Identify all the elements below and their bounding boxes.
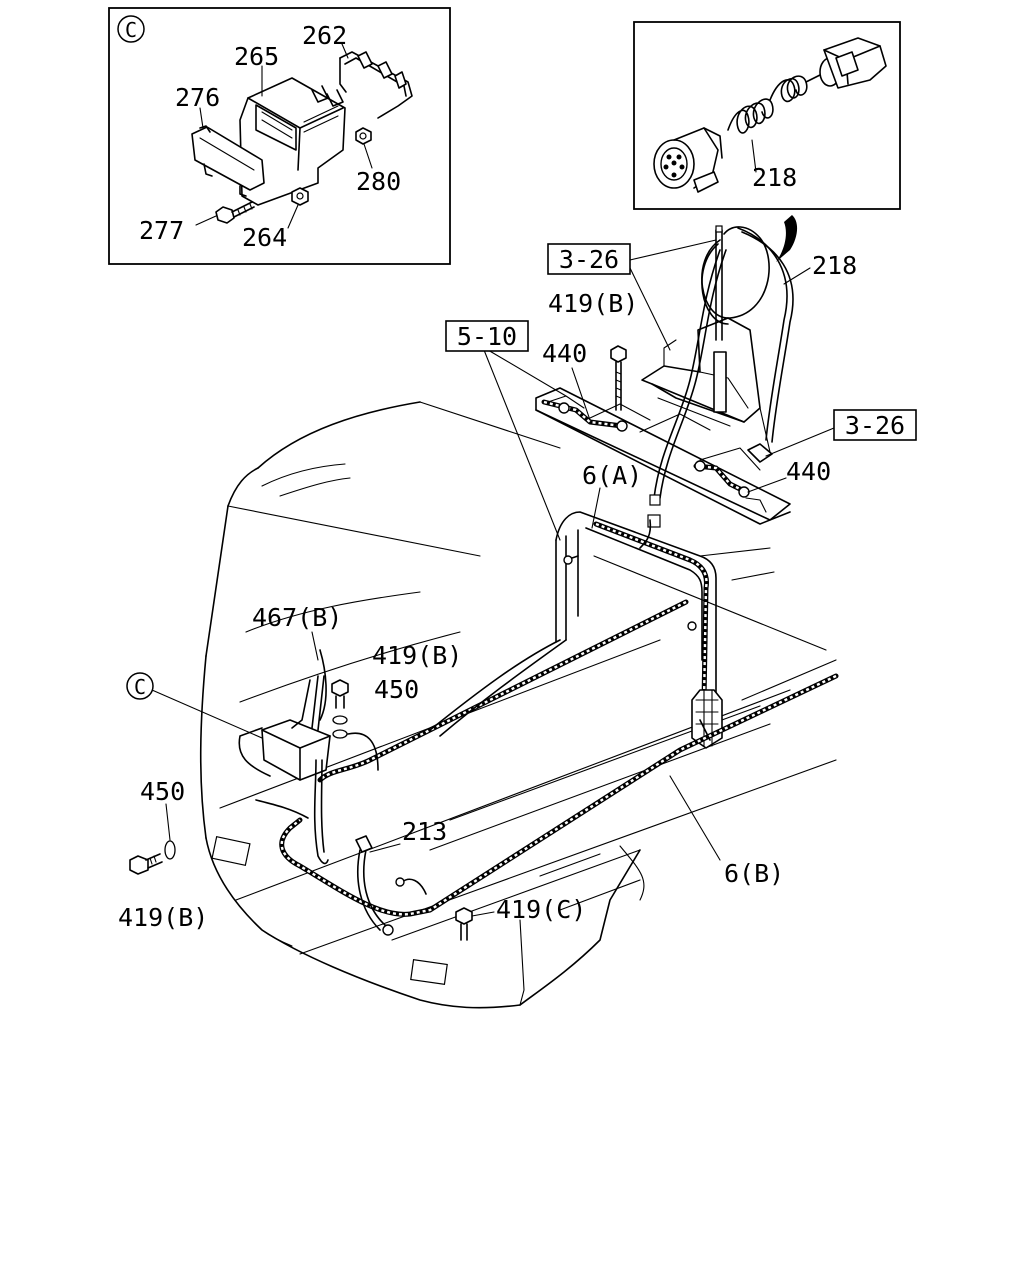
ref-box-3-26-right: 3-26 [833, 409, 917, 441]
inset-c-marker: C [117, 15, 145, 43]
callout-c-letter: C [134, 675, 146, 699]
leader-277 [195, 215, 217, 226]
bracket-262 [339, 51, 413, 119]
label-218-main: 218 [812, 251, 857, 280]
label-419b-top: 419(B) [548, 289, 638, 318]
label-6b: 6(B) [724, 859, 784, 888]
label-6a: 6(A) [582, 461, 642, 490]
leader-6b [669, 775, 721, 861]
label-262: 262 [302, 21, 347, 50]
leader-5-10 [483, 349, 567, 541]
label-467b: 467(B) [252, 603, 342, 632]
label-419b-left: 419(B) [118, 903, 208, 932]
washer-450-left [164, 840, 176, 860]
nut-280 [355, 127, 372, 145]
bolt-419c [455, 907, 473, 941]
ground-strap-213 [355, 835, 394, 936]
leader-6a [591, 487, 601, 529]
leader-467b [311, 631, 319, 661]
leader-218-main [783, 267, 811, 285]
callout-c-marker: C [126, 672, 154, 700]
leader-419c [471, 911, 495, 917]
bolt-419b-mid [331, 679, 349, 709]
cover-276 [191, 125, 265, 197]
bolt-419b-top [610, 345, 627, 411]
label-450-mid: 450 [374, 675, 419, 704]
truck-cab [199, 401, 837, 1009]
leader-276 [199, 107, 204, 129]
label-265: 265 [234, 42, 279, 71]
leader-440-right [747, 477, 787, 493]
direction-arrow [776, 215, 798, 262]
coil-spring [727, 73, 823, 134]
label-3-26-top: 3-26 [559, 245, 619, 274]
inset-c-panel: C [108, 7, 451, 265]
washer-450-mid [332, 715, 379, 771]
harness-6a [555, 511, 723, 749]
leader-3-26-right [765, 427, 835, 457]
relay-box-265 [239, 77, 346, 206]
label-264: 264 [242, 223, 287, 252]
label-280: 280 [356, 167, 401, 196]
relay-unit-c [238, 649, 331, 865]
leader-450-left [165, 803, 171, 841]
leader-218-inset [751, 139, 757, 173]
bolt-277 [215, 201, 255, 224]
cable-218 [647, 226, 794, 528]
label-450-left: 450 [140, 777, 185, 806]
label-440-right: 440 [786, 457, 831, 486]
label-3-26-right: 3-26 [845, 411, 905, 440]
label-419b-mid: 419(B) [372, 641, 462, 670]
ref-box-5-10: 5-10 [445, 320, 529, 352]
ref-box-3-26-top: 3-26 [547, 243, 631, 275]
leader-213 [369, 843, 401, 853]
inset-connector-panel: 218 [633, 21, 901, 210]
label-218-inset: 218 [752, 163, 797, 192]
harness-6b [279, 673, 839, 917]
bolt-419b-left [129, 853, 163, 875]
label-5-10: 5-10 [457, 322, 517, 351]
leader-440-left [571, 367, 591, 421]
label-440-left: 440 [542, 339, 587, 368]
label-276: 276 [175, 83, 220, 112]
leader-280 [363, 143, 373, 169]
leader-264 [287, 204, 299, 229]
inset-c-letter: C [125, 18, 137, 42]
nut-264 [291, 187, 309, 206]
label-277: 277 [139, 216, 184, 245]
trailer-plug [819, 37, 887, 89]
label-419c: 419(C) [496, 895, 586, 924]
leader-262 [341, 43, 349, 59]
leader-3-26-top [629, 239, 717, 351]
leader-c-callout [151, 689, 263, 739]
label-213: 213 [402, 817, 447, 846]
trailer-socket [653, 127, 723, 193]
